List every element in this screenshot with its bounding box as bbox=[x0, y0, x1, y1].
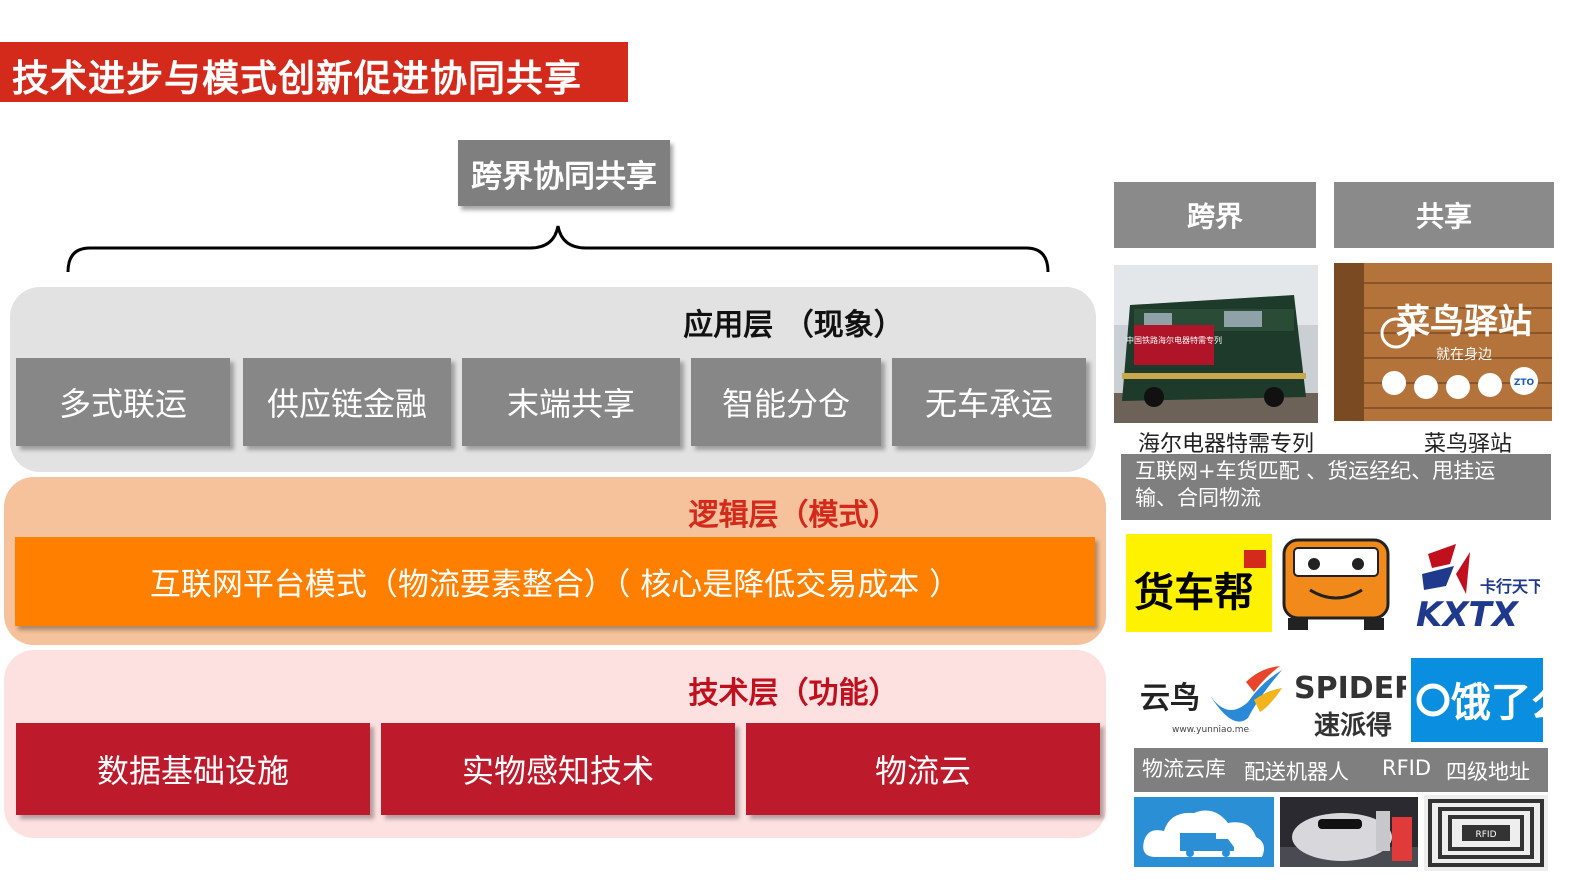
app-item-smart-warehouse: 智能分仓 bbox=[691, 358, 881, 446]
kxtx-en-text: KXTX bbox=[1416, 595, 1520, 634]
title-banner: 技术进步与模式创新促进协同共享 bbox=[0, 42, 628, 102]
curly-brace-icon bbox=[66, 225, 1050, 273]
truck-mascot-icon bbox=[1282, 538, 1390, 630]
label-delivery-robot: 配送机器人 bbox=[1244, 760, 1349, 784]
tech-item-label: 数据基础设施 bbox=[96, 752, 289, 790]
header-sharing: 共享 bbox=[1334, 182, 1554, 248]
logic-layer-title: 逻辑层（模式） bbox=[688, 498, 899, 533]
cainiao-sub-text: 就在身边 bbox=[1436, 347, 1492, 363]
spider-cn-text: 速派得 bbox=[1314, 711, 1392, 740]
yunniao-url-text: www.yunniao.me bbox=[1172, 725, 1250, 735]
app-item-label: 多式联运 bbox=[58, 385, 187, 423]
application-layer-title: 应用层 （现象） bbox=[683, 308, 904, 343]
header-label: 跨界 bbox=[1186, 200, 1243, 233]
cloud-truck-icon bbox=[1134, 797, 1274, 867]
app-item-label: 供应链金融 bbox=[266, 385, 427, 423]
huochebang-text: 货车帮 bbox=[1134, 570, 1254, 616]
page-title: 技术进步与模式创新促进协同共享 bbox=[12, 57, 582, 100]
header-crossover: 跨界 bbox=[1114, 182, 1316, 248]
technology-layer-title: 技术层（功能） bbox=[688, 676, 899, 711]
tech-item-data-infrastructure: 数据基础设施 bbox=[16, 723, 370, 815]
app-item-last-mile-sharing: 末端共享 bbox=[462, 358, 680, 446]
delivery-robot-photo bbox=[1280, 797, 1418, 867]
cainiao-sign-text: 菜鸟驿站 bbox=[1396, 302, 1532, 342]
cainiao-station-photo: 菜鸟驿站 就在身边 ZTO bbox=[1334, 263, 1552, 421]
zto-logo-text: ZTO bbox=[1514, 378, 1535, 388]
app-item-no-truck-carrier: 无车承运 bbox=[892, 358, 1086, 446]
top-label-text: 跨界协同共享 bbox=[471, 158, 657, 195]
rfid-tag-text: RFID bbox=[1475, 830, 1496, 840]
top-label-box: 跨界协同共享 bbox=[458, 140, 670, 206]
ele-me-text: 饿了么 bbox=[1451, 680, 1543, 726]
app-item-label: 智能分仓 bbox=[721, 385, 850, 423]
spider-text: SPIDER bbox=[1294, 671, 1406, 706]
huochebang-logo: 货车帮 bbox=[1126, 534, 1272, 632]
header-label: 共享 bbox=[1415, 200, 1472, 233]
logic-bar-text: 互联网平台模式（物流要素整合）（ 核心是降低交易成本 ） bbox=[149, 567, 961, 603]
app-item-supply-chain-finance: 供应链金融 bbox=[243, 358, 451, 446]
freight-description-text: 互联网+车货匹配 、货运经纪、甩挂运输、合同物流 bbox=[1135, 459, 1496, 510]
freight-description-bar: 互联网+车货匹配 、货运经纪、甩挂运输、合同物流 bbox=[1121, 454, 1551, 520]
train-banner-text: 中国铁路海尔电器特需专列 bbox=[1126, 335, 1222, 345]
flag-icon bbox=[1244, 550, 1266, 568]
tech-labels-bar: 物流云库 配送机器人 RFID 四级地址 bbox=[1134, 748, 1548, 792]
yunniao-logo: 云鸟 www.yunniao.me bbox=[1140, 666, 1282, 735]
caption-haier-train: 海尔电器特需专列 bbox=[1138, 432, 1315, 457]
yunniao-text: 云鸟 bbox=[1140, 681, 1200, 716]
spider-logo: SPIDER 速派得 bbox=[1294, 671, 1406, 740]
label-logistics-cloud: 物流云库 bbox=[1142, 757, 1226, 781]
tech-item-logistics-cloud: 物流云 bbox=[746, 723, 1100, 815]
kxtx-cn-text: 卡行天下 bbox=[1480, 577, 1540, 596]
label-four-level-address: 四级地址 bbox=[1446, 760, 1530, 784]
ele-me-logo: 饿了么 bbox=[1411, 658, 1571, 742]
caption-cainiao: 菜鸟驿站 bbox=[1424, 432, 1513, 457]
label-rfid: RFID bbox=[1382, 756, 1432, 780]
logic-layer-bar: 互联网平台模式（物流要素整合）（ 核心是降低交易成本 ） bbox=[15, 537, 1095, 626]
tech-item-label: 物流云 bbox=[874, 752, 971, 790]
kxtx-logo: 卡行天下 KXTX bbox=[1416, 544, 1540, 634]
rfid-tag-photo: RFID bbox=[1424, 795, 1548, 871]
app-item-label: 末端共享 bbox=[506, 385, 635, 423]
tech-item-physical-sensing: 实物感知技术 bbox=[381, 723, 735, 815]
train-photo: 中国铁路海尔电器特需专列 bbox=[1114, 265, 1318, 423]
app-item-multimodal: 多式联运 bbox=[16, 358, 230, 446]
tech-item-label: 实物感知技术 bbox=[461, 752, 654, 790]
app-item-label: 无车承运 bbox=[924, 385, 1053, 423]
